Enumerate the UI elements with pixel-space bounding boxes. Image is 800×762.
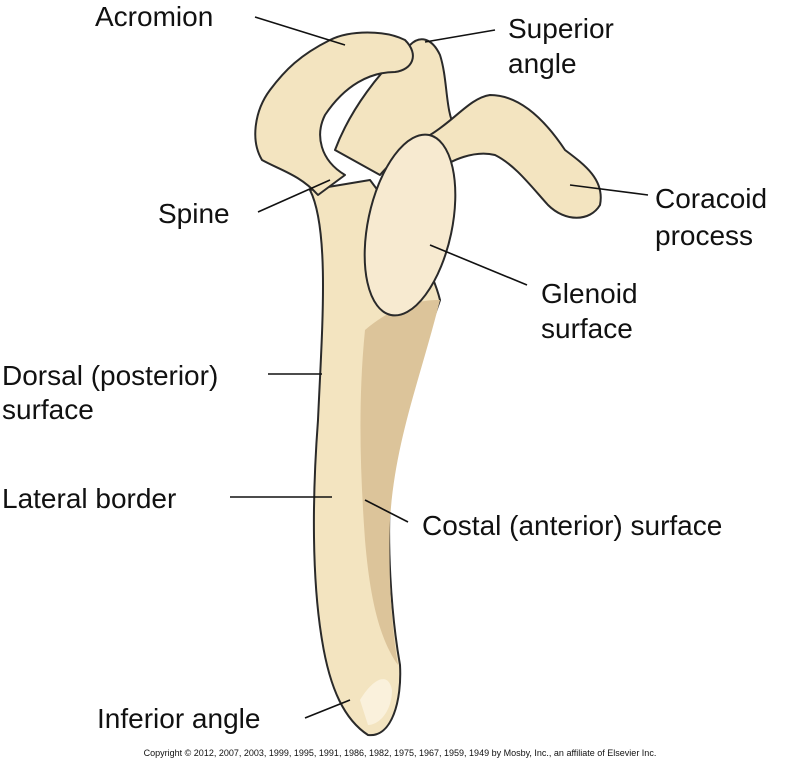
label-superior-angle-2: angle bbox=[508, 48, 577, 79]
leader-costal bbox=[364, 499, 409, 523]
label-costal-surface: Costal (anterior) surface bbox=[422, 510, 723, 541]
label-glenoid-2: surface bbox=[541, 313, 633, 344]
label-dorsal-1: Dorsal (posterior) bbox=[2, 360, 219, 391]
leader-acromion bbox=[254, 16, 346, 46]
acromion bbox=[254, 31, 414, 196]
coracoid-process bbox=[429, 94, 602, 219]
leader-inferior-angle bbox=[304, 699, 351, 719]
costal-surface-shading bbox=[360, 300, 440, 665]
label-lateral-border: Lateral border bbox=[2, 483, 177, 514]
label-acromion: Acromion bbox=[95, 1, 214, 32]
label-inferior-angle: Inferior angle bbox=[97, 703, 261, 734]
label-superior-angle-1: Superior bbox=[508, 13, 614, 44]
leader-coracoid bbox=[569, 184, 649, 196]
glenoid-surface bbox=[363, 133, 457, 317]
label-coracoid-2: process bbox=[655, 220, 754, 251]
label-dorsal-2: surface bbox=[2, 394, 94, 425]
label-glenoid-1: Glenoid bbox=[541, 278, 638, 309]
label-spine: Spine bbox=[158, 198, 230, 229]
inferior-angle-tip bbox=[360, 679, 392, 725]
leader-spine bbox=[257, 179, 331, 213]
label-coracoid-1: Coracoid bbox=[655, 183, 768, 214]
leader-superior-angle bbox=[424, 29, 496, 43]
copyright-notice: Copyright © 2012, 2007, 2003, 1999, 1995… bbox=[143, 748, 657, 758]
leader-glenoid bbox=[429, 244, 528, 286]
